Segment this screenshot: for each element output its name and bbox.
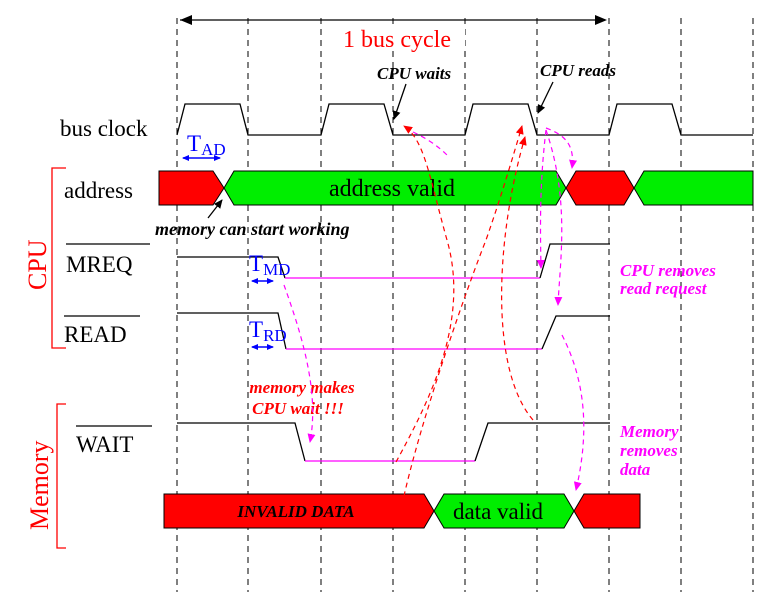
tad-label: TAD	[187, 131, 226, 159]
cpu-removes-line1: CPU removes	[620, 261, 716, 280]
cpu-group-label: CPU	[23, 239, 52, 290]
mreq-waveform-high	[177, 256, 286, 279]
cpu-waits-annotation: CPU waits	[377, 64, 452, 83]
bus-clock-label: bus clock	[60, 116, 148, 141]
wait-label: WAIT	[76, 432, 133, 457]
read-to-data-curve	[561, 334, 585, 491]
cpu-reads-annotation: CPU reads	[540, 61, 616, 80]
cpu-waits-pointer	[392, 83, 407, 120]
mreq-to-wait-curve	[283, 284, 316, 443]
bus-cycle-arrow-left-head	[180, 15, 192, 25]
address-label: address	[64, 178, 133, 203]
clock-to-address-curve	[545, 127, 577, 169]
trd-label: TRD	[249, 317, 287, 345]
wait-waveform-high	[177, 422, 306, 462]
mreq-label: MREQ	[66, 252, 133, 277]
memory-removes-line1: Memory	[619, 422, 679, 441]
memory-removes-line2: removes	[620, 441, 678, 460]
memory-makes-wait-line1: memory makes	[249, 378, 355, 397]
memory-group-label: Memory	[25, 440, 54, 530]
address-valid-label: address valid	[329, 176, 455, 202]
wait-waveform-rise	[474, 422, 610, 462]
memory-can-start-pointer	[207, 199, 223, 219]
memory-makes-wait-line2: CPU wait !!!	[252, 399, 344, 418]
bus-cycle-arrow-right-head	[595, 15, 607, 25]
bus-cycle-label-bg	[325, 26, 465, 50]
data-invalid-segment-2	[573, 493, 641, 529]
read-waveform-high	[177, 312, 287, 350]
address-valid-segment-2	[633, 170, 754, 206]
cpu-waits-magenta-tick	[412, 131, 449, 157]
address-invalid-segment-2	[565, 170, 635, 206]
data-valid-label: data valid	[453, 499, 544, 524]
memory-bracket	[56, 403, 66, 549]
tmd-label: TMD	[249, 251, 290, 279]
cpu-removes-line2: read request	[620, 279, 708, 298]
mreq-waveform-rise	[539, 243, 610, 279]
bus-cycle-label: 1 bus cycle	[343, 27, 451, 53]
address-invalid-segment	[158, 170, 225, 206]
clock-to-read-curve	[545, 129, 563, 306]
read-waveform-rise	[541, 315, 610, 350]
invalid-data-label: INVALID DATA	[236, 502, 354, 521]
read-label: READ	[64, 322, 127, 347]
wait-to-clock-curve	[395, 125, 455, 463]
cpu-bracket	[51, 167, 66, 349]
invalid-data-segment	[163, 493, 435, 529]
data-to-clock-curve	[401, 125, 524, 506]
bus-clock-waveform	[176, 103, 753, 136]
memory-can-start-annotation: memory can start working	[155, 219, 350, 239]
wait-rise-to-clock-curve	[501, 136, 534, 421]
cpu-reads-pointer	[537, 81, 554, 114]
memory-removes-line3: data	[620, 460, 651, 479]
